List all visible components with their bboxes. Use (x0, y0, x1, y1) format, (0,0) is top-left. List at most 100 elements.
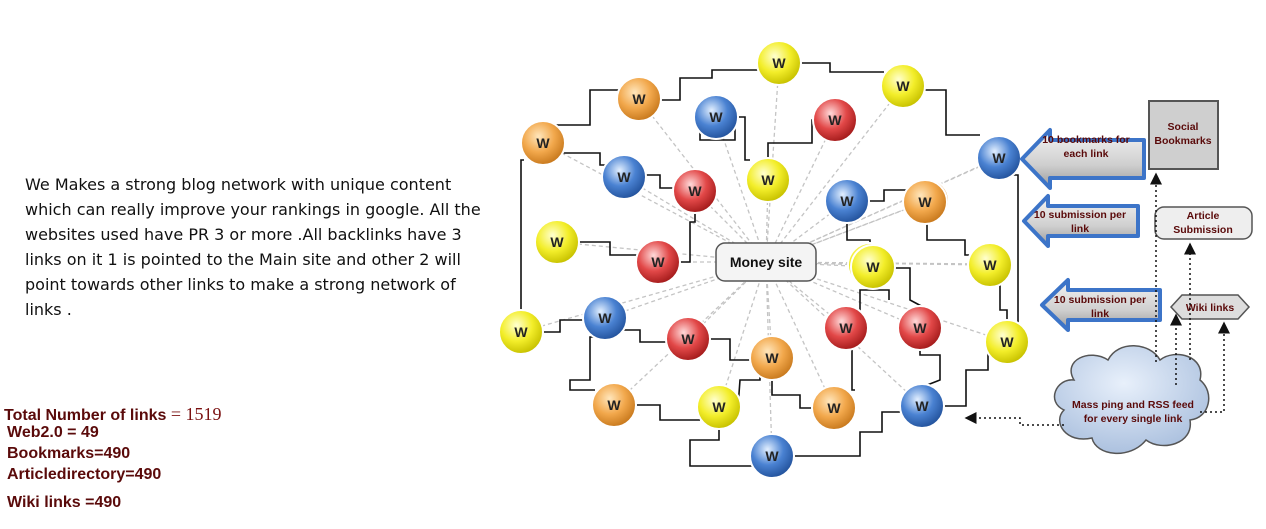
web20-node-label: W (866, 259, 880, 275)
spoke-line (715, 116, 767, 263)
social-bookmarks-box: Social Bookmarks (1148, 100, 1219, 170)
dotted-connectors (964, 172, 1230, 426)
connector-line (866, 189, 908, 202)
connector-line (624, 329, 669, 343)
intro-text: We Makes a strong blog network with uniq… (25, 175, 481, 319)
web20-node-circle (749, 433, 795, 479)
connector-line (569, 336, 605, 391)
web20-node: W (591, 382, 637, 428)
web20-node-label: W (765, 448, 779, 464)
web20-node-label: W (761, 172, 775, 188)
web20-node-label: W (896, 78, 910, 94)
web20-node-label: W (550, 234, 564, 250)
spoke-line (765, 261, 773, 457)
web20-node-circle (635, 239, 681, 285)
web20-node-circle (984, 319, 1030, 365)
total-links-label: Total Number of links (4, 407, 167, 424)
web20-node-label: W (765, 350, 779, 366)
web20-node-circle (897, 305, 943, 351)
web20-node-circle (967, 242, 1013, 288)
web20-node-label: W (536, 135, 550, 151)
web20-node: W (696, 384, 742, 430)
article-submission-box: Article Submission (1154, 206, 1253, 240)
bookmarks-count: Bookmarks=490 (7, 445, 131, 462)
connector-line (707, 338, 753, 361)
mass-ping-cloud: Mass ping and RSS feed for every single … (1053, 345, 1210, 455)
web20-node-label: W (839, 320, 853, 336)
web20-node-circle (696, 384, 742, 430)
connector-line (922, 89, 980, 136)
web20-node-circle (811, 385, 857, 431)
web20-node-circle (534, 219, 580, 265)
web20-node: W (850, 244, 896, 290)
web20-node-circle (902, 179, 948, 225)
web20-node: W (601, 154, 647, 200)
web20-node-label: W (1000, 334, 1014, 350)
web20-node-label: W (772, 55, 786, 71)
web20-node-circle (616, 76, 662, 122)
web20-node: W (672, 168, 718, 214)
web20-nodes: WWWWWWWWWWWWWWWWWWWWWWWWWWWWWWWW (498, 40, 1030, 479)
web20-node: W (902, 179, 948, 225)
spoke-line (765, 85, 904, 263)
bookmarks-arrow-label-1: 10 bookmarks for (1042, 134, 1130, 146)
social-bookmarks-label-1: Social (1168, 121, 1199, 133)
web20-node-label: W (607, 397, 621, 413)
web20-node-circle (693, 94, 739, 140)
web20-node-circle (749, 335, 795, 381)
web20-node-label: W (709, 109, 723, 125)
web20-node-label: W (915, 398, 929, 414)
web20-node-circle (745, 157, 791, 203)
web20-node-circle (591, 382, 637, 428)
connector-line (798, 62, 884, 73)
money-site-box: Money site (715, 242, 817, 282)
spoke-line (765, 261, 835, 409)
web20-node: W (534, 219, 580, 265)
web20-node-label: W (632, 91, 646, 107)
web20-node: W (749, 335, 795, 381)
total-links: Total Number of links = 1519 (4, 404, 222, 425)
bookmarks-arrow: 10 bookmarks for each link (1020, 128, 1146, 190)
web20-node-circle (812, 97, 858, 143)
web20-node: W (811, 385, 857, 431)
spoke-line (765, 119, 836, 263)
wiki-arrow-label-1: 10 submission per (1054, 294, 1146, 306)
web20-node-label: W (840, 193, 854, 209)
web20-node: W (897, 305, 943, 351)
web20-node: W (899, 383, 945, 429)
web20-node: W (749, 433, 795, 479)
web20-node: W (520, 120, 566, 166)
connector-line (540, 319, 586, 333)
web20-node: W (616, 76, 662, 122)
web20-node: W (823, 305, 869, 351)
wiki-links-box: Wiki links (1169, 294, 1251, 320)
spoke-line (542, 142, 767, 263)
web20-node-circle (665, 316, 711, 362)
connector-line (926, 220, 971, 256)
bookmarks-arrow-label-2: each link (1064, 148, 1109, 160)
social-bookmarks-label-2: Bookmarks (1154, 135, 1211, 147)
web20-node-label: W (712, 399, 726, 415)
web20-count: Web2.0 = 49 (7, 424, 99, 441)
mass-ping-label-2: for every single link (1084, 413, 1183, 425)
wiki-arrow: 10 submission per link (1040, 278, 1162, 332)
wiki-links-label: Wiki links (1186, 302, 1234, 314)
connector-line (643, 174, 676, 189)
money-site-label: Money site (730, 254, 803, 270)
connector-line (633, 404, 700, 421)
web20-node-label: W (688, 183, 702, 199)
web20-node-label: W (828, 112, 842, 128)
web20-node-circle (880, 63, 926, 109)
web20-node-circle (850, 244, 896, 290)
connector-line (846, 346, 855, 391)
web20-node-circle (823, 305, 869, 351)
web20-node: W (967, 242, 1013, 288)
web20-node-label: W (514, 324, 528, 340)
mass-ping-label-1: Mass ping and RSS feed (1072, 399, 1194, 411)
articledirectory-count: Articledirectory=490 (7, 466, 162, 483)
web20-node: W (976, 135, 1022, 181)
web20-node: W (582, 295, 628, 341)
web20-node-label: W (617, 169, 631, 185)
web20-node: W (824, 178, 870, 224)
